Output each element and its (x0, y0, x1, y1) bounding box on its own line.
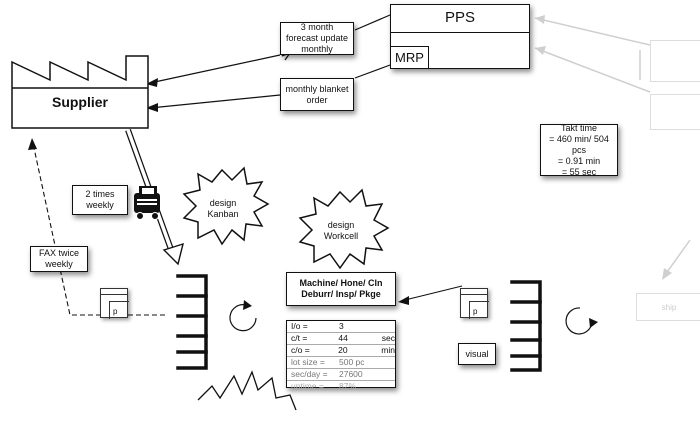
data-row-uptime: uptime =87% (291, 381, 357, 391)
pps-box[interactable]: PPS MRP (390, 4, 530, 69)
data-row-sec-day: sec/day =27600 (287, 369, 395, 381)
ghost-box-middle (650, 94, 700, 130)
pps-divider (391, 32, 529, 33)
ship-box: ship (636, 293, 700, 321)
takt-title: Takt time (560, 122, 597, 133)
takt-line2: = 0.91 min (557, 155, 601, 166)
design-kanban-label: design Kanban (207, 198, 239, 219)
visual-signal-note: visual (458, 343, 496, 365)
supplier-box[interactable]: Supplier (12, 0, 148, 128)
process-title-line1: Machine/ Hone/ Cln (299, 278, 383, 288)
takt-line1: = 460 min/ 504 pcs (549, 133, 609, 155)
mrp-label: MRP (391, 46, 429, 68)
supplier-label: Supplier (51, 94, 108, 110)
supplier-roof (11, 55, 149, 129)
kanban-post-right[interactable]: p (460, 288, 489, 319)
data-row-lot-size: lot size =500 pc (287, 357, 395, 369)
blanket-order-note: monthly blanket order (280, 78, 354, 111)
process-title-line2: Deburr/ Insp/ Pkge (301, 289, 381, 299)
fax-note: FAX twice weekly (30, 246, 88, 272)
truck-icon (134, 186, 160, 220)
pps-title: PPS (444, 9, 475, 26)
ship-label: ship (661, 302, 677, 312)
kanban-post-right-label: p (469, 301, 489, 319)
kaizen-burst-kanban (182, 166, 270, 246)
kaizen-burst-workcell (298, 188, 390, 270)
kanban-post-left-label: p (109, 301, 129, 319)
kanban-post-left[interactable]: p (100, 288, 129, 319)
takt-line3: = 55 sec (561, 166, 597, 177)
data-row-io: I/o =3 (287, 321, 395, 333)
ghost-box-top (650, 40, 700, 82)
design-workcell-label: design Workcell (323, 220, 359, 241)
takt-time-box: Takt time = 460 min/ 504 pcs = 0.91 min … (540, 122, 618, 177)
delivery-frequency-note: 2 times weekly (72, 185, 128, 215)
forecast-note: 3 month forecast update monthly (280, 22, 354, 55)
process-box[interactable]: Machine/ Hone/ Cln Deburr/ Insp/ Pkge (286, 272, 396, 306)
